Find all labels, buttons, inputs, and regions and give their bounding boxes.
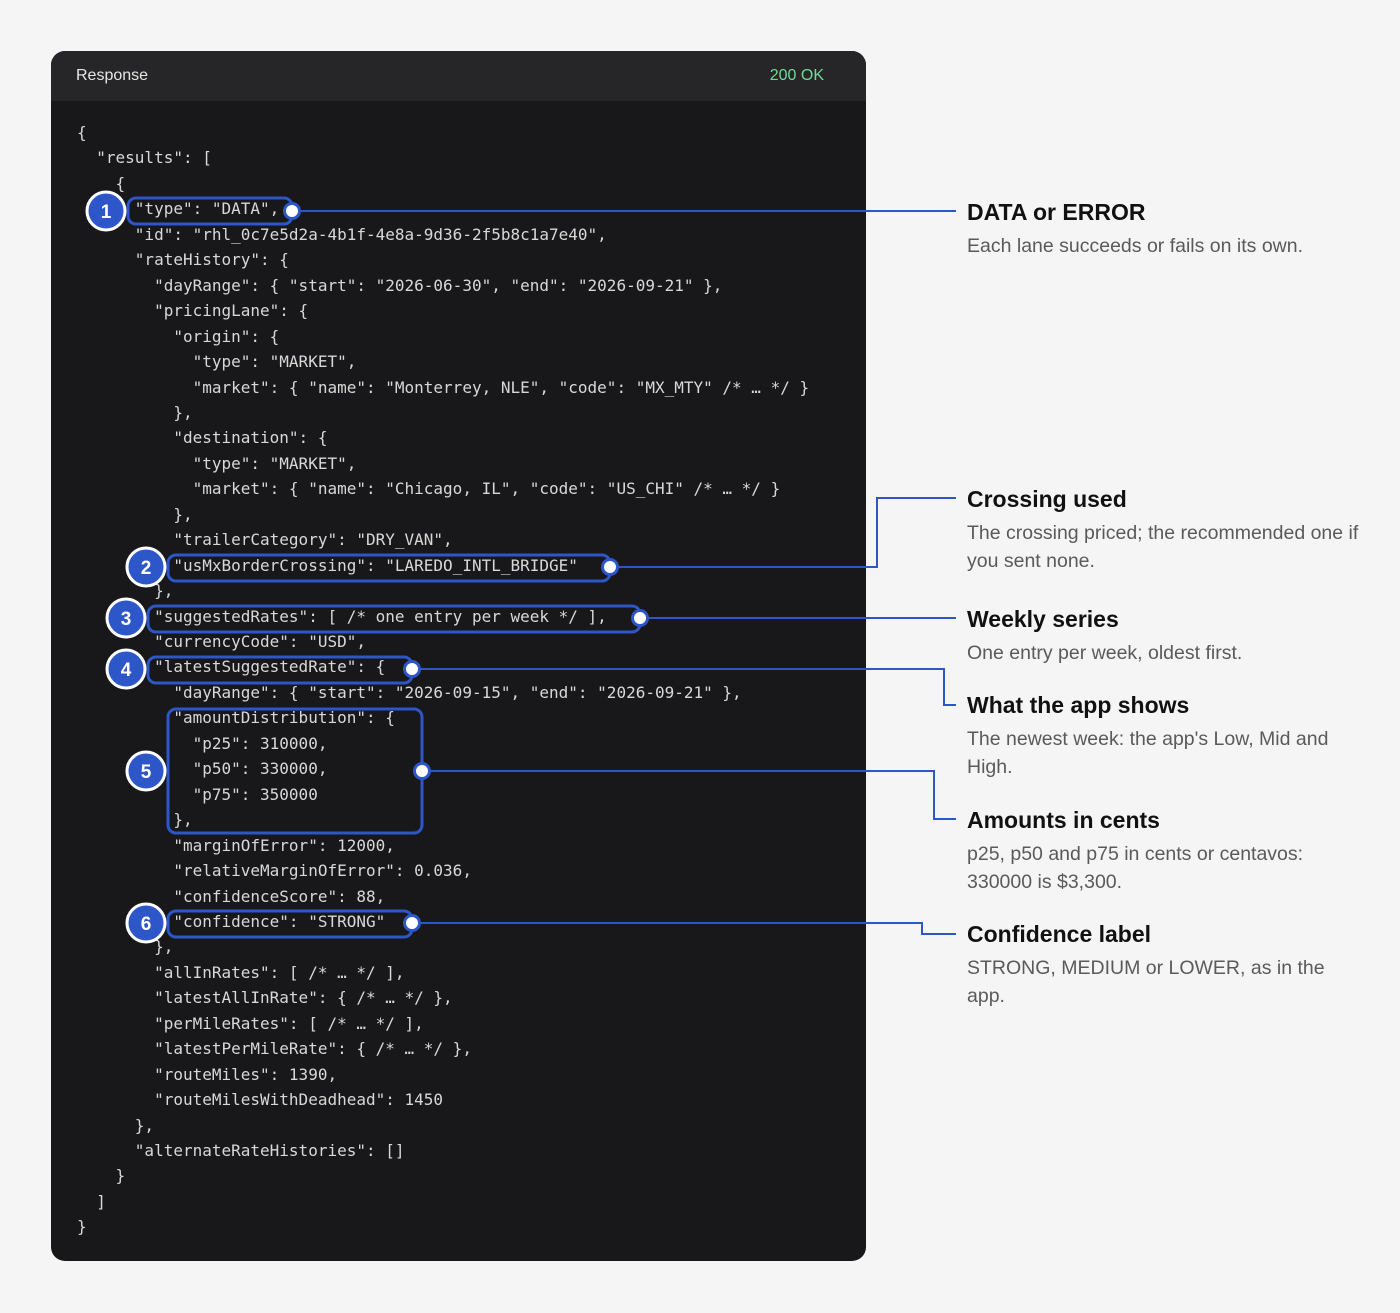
highlight-box <box>146 604 642 634</box>
code-line: "results": [ <box>77 148 212 168</box>
highlight-box <box>166 909 414 939</box>
note-crossing-used: Crossing used The crossing priced; the r… <box>967 485 1367 575</box>
note-confidence-label: Confidence label STRONG, MEDIUM or LOWER… <box>967 920 1367 1010</box>
code-line: "id": "rhl_0c7e5d2a-4b1f-4e8a-9d36-2f5b8… <box>77 224 607 244</box>
code-line: "usMxBorderCrossing": "LAREDO_INTL_BRIDG… <box>77 555 578 575</box>
connector-dot <box>403 914 421 932</box>
code-line: "amountDistribution": { <box>77 708 395 728</box>
number-badge <box>105 648 147 690</box>
highlight-box <box>166 553 612 583</box>
note-title: Confidence label <box>967 921 1152 947</box>
code-line: }, <box>77 504 193 524</box>
note-body: The newest week: the app's Low, Mid and … <box>967 728 1329 778</box>
code-line: "latestAllInRate": { /* … */ }, <box>77 988 453 1008</box>
number-badge <box>85 190 127 232</box>
note-body: One entry per week, oldest first. <box>967 642 1243 664</box>
code-line: "suggestedRates": [ /* one entry per wee… <box>77 606 607 626</box>
code-line: "alternateRateHistories": [] <box>77 1141 405 1160</box>
note-body: p25, p50 and p75 in cents or centavos: 3… <box>967 843 1304 893</box>
number-badge <box>105 597 147 639</box>
code-line: "routeMiles": 1390, <box>77 1064 338 1084</box>
highlight-box <box>166 707 424 835</box>
code-line: } <box>77 1166 126 1186</box>
code-line: "destination": { <box>77 428 328 448</box>
highlight-box <box>146 655 414 685</box>
code-line: "confidenceScore": 88, <box>77 886 386 906</box>
code-line: "type": "DATA", <box>77 199 280 219</box>
connector-dot <box>413 762 431 780</box>
number-badge <box>125 546 167 588</box>
number-badge-label: 2 <box>141 558 152 579</box>
number-badge-label: 4 <box>121 660 132 681</box>
number-badge <box>125 902 167 944</box>
code-line: "trailerCategory": "DRY_VAN", <box>77 530 453 550</box>
code-line: }, <box>77 937 174 957</box>
connector-dot <box>601 558 619 576</box>
code-line: "type": "MARKET", <box>77 352 357 372</box>
code-line: } <box>77 1217 87 1237</box>
code-line: "p50": 330000, <box>77 759 328 779</box>
connector-line <box>420 668 956 706</box>
code-line: "perMileRates": [ /* … */ ], <box>77 1013 424 1033</box>
note-title: Amounts in cents <box>967 807 1160 833</box>
note-data-or-error: DATA or ERROR Each lane succeeds or fail… <box>967 198 1367 260</box>
code-line: "type": "MARKET", <box>77 453 357 473</box>
note-title: What the app shows <box>967 692 1190 718</box>
connector-line <box>420 922 956 935</box>
code-line: "p25": 310000, <box>77 733 328 753</box>
code-line: "routeMilesWithDeadhead": 1450 <box>77 1090 444 1110</box>
connector-line <box>430 770 956 820</box>
code-line: "dayRange": { "start": "2026-06-30", "en… <box>77 275 723 295</box>
code-line: "market": { "name": "Monterrey, NLE", "c… <box>77 377 810 397</box>
number-badge-label: 1 <box>101 202 112 223</box>
code-line: ] <box>77 1191 106 1211</box>
number-badge-label: 3 <box>121 609 132 630</box>
connector-dot <box>403 660 421 678</box>
code-line: "dayRange": { "start": "2026-09-15", "en… <box>77 682 742 702</box>
number-badge-label: 6 <box>141 914 152 935</box>
connector-dot <box>631 609 649 627</box>
note-body: The crossing priced; the recommended one… <box>967 522 1359 572</box>
number-badge-label: 5 <box>141 762 152 783</box>
code-line: "marginOfError": 12000, <box>77 835 395 855</box>
note-title: DATA or ERROR <box>967 199 1146 225</box>
note-title: Crossing used <box>967 486 1127 512</box>
status-badge: 200 OK <box>769 67 824 84</box>
note-weekly-series: Weekly series One entry per week, oldest… <box>967 605 1367 667</box>
code-line: }, <box>77 581 174 601</box>
code-line: "pricingLane": { <box>77 301 309 321</box>
code-line: { <box>77 173 126 193</box>
code-line: "p75": 350000 <box>77 784 318 804</box>
code-line: "latestSuggestedRate": { <box>77 657 386 677</box>
connector-dot <box>283 202 301 220</box>
code-line: "allInRates": [ /* … */ ], <box>77 962 405 982</box>
code-line: }, <box>77 1115 155 1135</box>
highlight-box <box>126 196 294 226</box>
number-badge <box>125 750 167 792</box>
code-line: "confidence": "STRONG" <box>77 911 386 931</box>
code-line: "rateHistory": { <box>77 250 289 270</box>
note-title: Weekly series <box>967 606 1119 632</box>
code-line: }, <box>77 810 193 830</box>
note-body: STRONG, MEDIUM or LOWER, as in the app. <box>967 957 1325 1007</box>
note-what-the-app-shows: What the app shows The newest week: the … <box>967 691 1367 781</box>
note-body: Each lane succeeds or fails on its own. <box>967 235 1304 257</box>
code-line: "market": { "name": "Chicago, IL", "code… <box>77 479 781 499</box>
code-line: { <box>77 123 87 142</box>
connector-line <box>618 497 956 568</box>
response-header: Response 200 OK <box>51 51 866 101</box>
code-line: "origin": { <box>77 326 280 346</box>
code-line: }, <box>77 402 193 422</box>
code-line: "currencyCode": "USD", <box>77 632 366 651</box>
code-line: "relativeMarginOfError": 0.036, <box>77 861 472 881</box>
code-line: "latestPerMileRate": { /* … */ }, <box>77 1039 472 1059</box>
note-amounts-in-cents: Amounts in cents p25, p50 and p75 in cen… <box>967 806 1367 896</box>
response-title: Response <box>76 67 149 84</box>
